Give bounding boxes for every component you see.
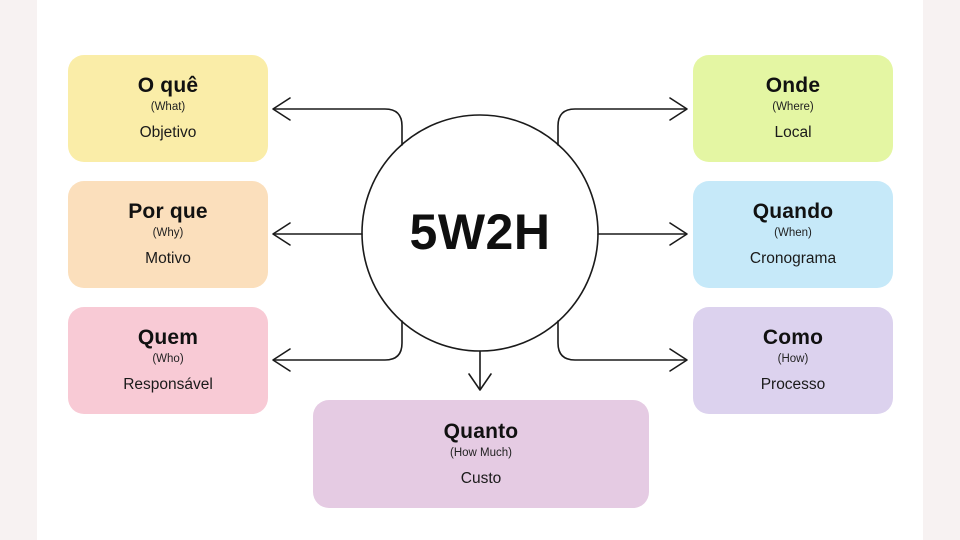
box-who: Quem (Who) Responsável xyxy=(68,307,268,414)
arrow-to-where-line xyxy=(557,108,686,146)
box-how-subtitle: (How) xyxy=(777,353,809,366)
box-why-title: Por que xyxy=(128,200,208,224)
center-title: 5W2H xyxy=(409,203,551,260)
box-why: Por que (Why) Motivo xyxy=(68,181,268,288)
arrow-to-how-line xyxy=(557,320,686,361)
arrow-to-when-head-icon xyxy=(669,222,688,246)
arrow-to-who-line xyxy=(274,320,403,361)
box-where-label: Local xyxy=(774,124,812,142)
arrow-to-why-head-icon xyxy=(272,222,291,246)
box-who-title: Quem xyxy=(137,326,199,350)
box-how-much-subtitle: (How Much) xyxy=(450,446,512,459)
arrow-to-how-much-head-icon xyxy=(468,373,492,391)
arrow-to-what-line xyxy=(274,108,403,146)
arrow-to-who-head-icon xyxy=(272,348,291,372)
box-what-title: O quê xyxy=(137,74,199,98)
box-when-title: Quando xyxy=(752,200,834,224)
arrow-to-what-head-icon xyxy=(272,97,291,121)
box-how-much-label: Custo xyxy=(460,469,502,487)
box-who-label: Responsável xyxy=(123,376,213,394)
box-how-label: Processo xyxy=(760,376,826,394)
box-what-subtitle: (What) xyxy=(150,101,186,114)
box-where: Onde (Where) Local xyxy=(693,55,893,162)
box-when-subtitle: (When) xyxy=(774,227,812,240)
box-where-subtitle: (Where) xyxy=(772,101,814,114)
box-how-title: Como xyxy=(762,326,824,350)
box-why-label: Motivo xyxy=(145,250,191,268)
box-how-much-title: Quanto xyxy=(443,419,519,443)
box-who-subtitle: (Who) xyxy=(152,353,184,366)
arrow-to-how-head-icon xyxy=(669,348,688,372)
right-margin-strip xyxy=(923,0,960,540)
box-what: O quê (What) Objetivo xyxy=(68,55,268,162)
box-where-title: Onde xyxy=(765,74,821,98)
arrow-to-where-head-icon xyxy=(669,97,688,121)
box-when-label: Cronograma xyxy=(749,250,837,268)
left-margin-strip xyxy=(0,0,37,540)
box-what-label: Objetivo xyxy=(139,124,197,142)
box-how: Como (How) Processo xyxy=(693,307,893,414)
box-why-subtitle: (Why) xyxy=(152,227,184,240)
box-how-much: Quanto (How Much) Custo xyxy=(313,400,649,508)
box-when: Quando (When) Cronograma xyxy=(693,181,893,288)
